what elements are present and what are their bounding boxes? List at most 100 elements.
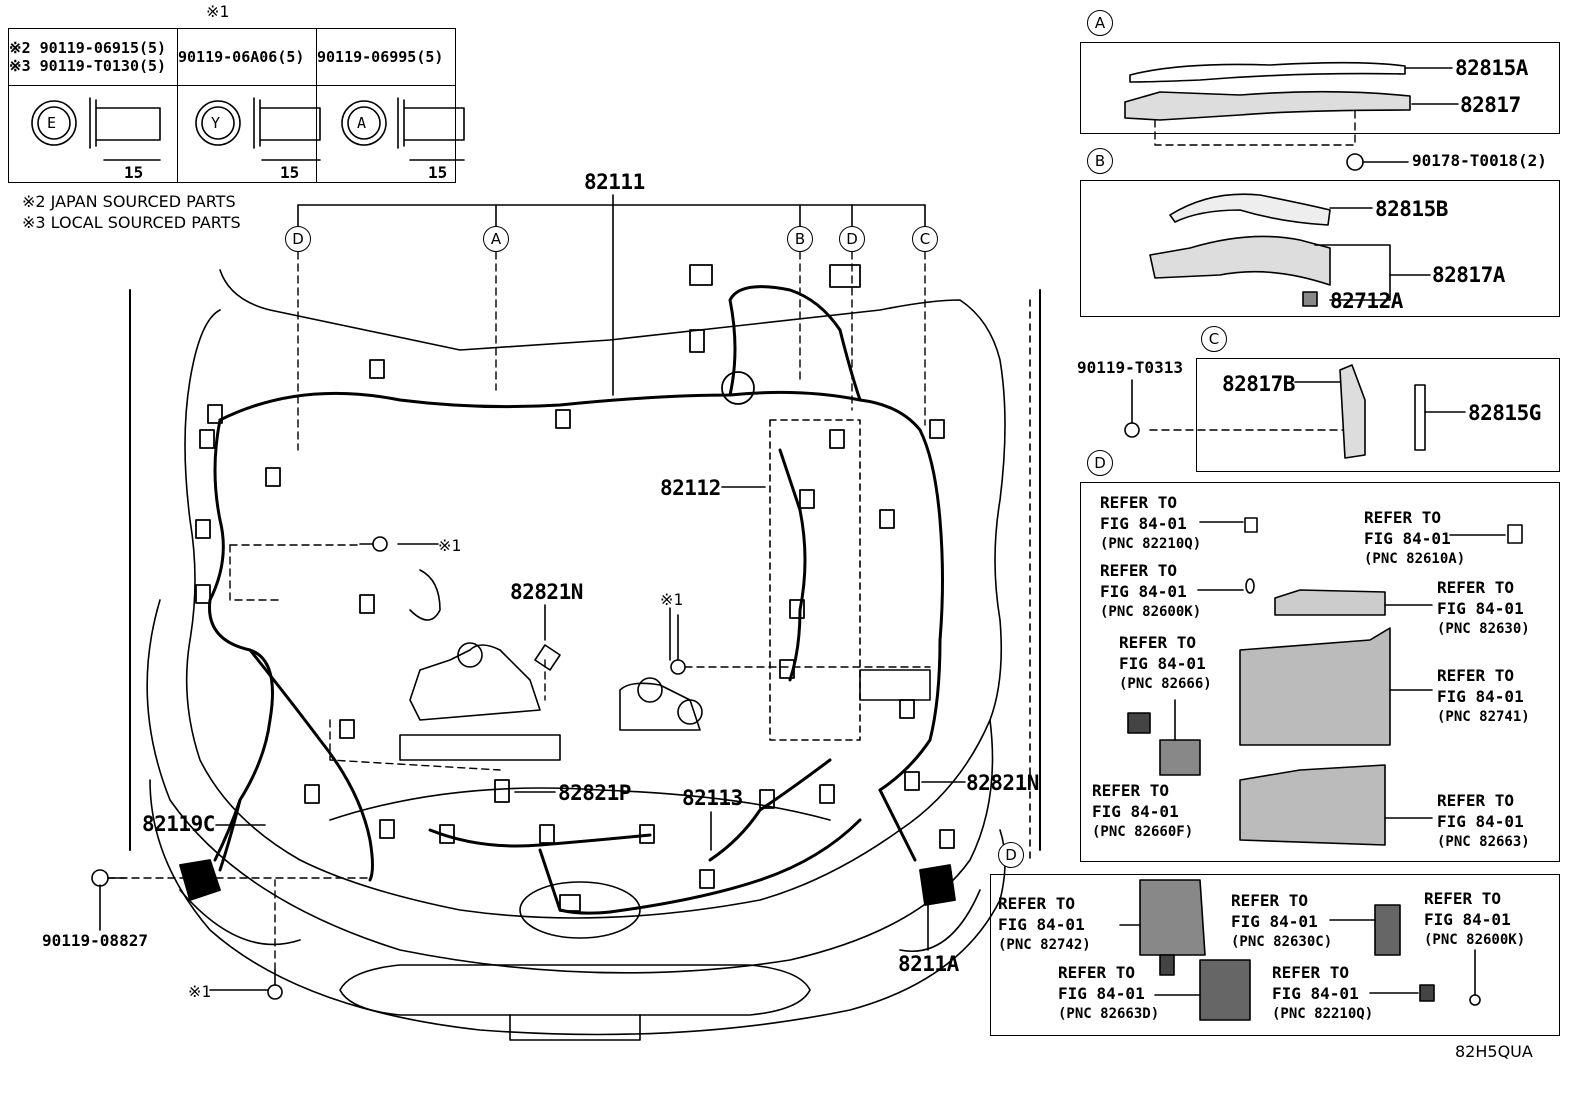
note-mark: ※1 [206, 2, 230, 21]
bolt-table: ※2 90119-06915(5) ※3 90119-T0130(5) 9011… [8, 28, 456, 183]
part-82817A: 82817A [1432, 263, 1505, 287]
box-d1 [1080, 482, 1560, 862]
part-90119-08827: 90119-08827 [42, 931, 148, 950]
refer-to-label: REFER TO [1437, 666, 1515, 685]
note-japan-sourced: ※2 JAPAN SOURCED PARTS [22, 192, 236, 211]
refer-to-label: REFER TO [1364, 508, 1442, 527]
connectors [179, 264, 956, 912]
fig-ref: FIG 84-01 [1272, 984, 1359, 1003]
refer-block: REFER TO FIG 84-01 (PNC 82630C) [1231, 890, 1332, 953]
part-82815G: 82815G [1468, 401, 1541, 425]
pnc-ref: (PNC 82630) [1437, 621, 1530, 637]
bolt-dimension: 15 [280, 163, 300, 182]
fig-ref: FIG 84-01 [1437, 812, 1524, 831]
engine-components [399, 419, 931, 761]
refer-block: REFER TO FIG 84-01 (PNC 82663D) [1058, 962, 1159, 1025]
pnc-ref: (PNC 82610A) [1364, 551, 1466, 567]
fig-ref: FIG 84-01 [1437, 687, 1524, 706]
box-a-drawing [1124, 61, 1459, 171]
pnc-ref: (PNC 82600K) [1424, 932, 1526, 948]
box-b-letter: B [1087, 148, 1113, 174]
part-82113: 82113 [682, 786, 743, 810]
mark-1: ※1 [660, 590, 684, 609]
refer-block: REFER TO FIG 84-01 (PNC 82610A) [1364, 507, 1465, 570]
part-82821N: 82821N [510, 580, 583, 604]
bolt-image-1 [8, 85, 178, 183]
fig-ref: FIG 84-01 [1100, 514, 1187, 533]
refer-to-label: REFER TO [1119, 633, 1197, 652]
box-c-drawing [1124, 364, 1466, 459]
pnc-ref: (PNC 82663) [1437, 834, 1530, 850]
box-a [1080, 42, 1560, 134]
part-82712A: 82712A [1330, 289, 1403, 313]
figure-code: 82H5QUA [1455, 1042, 1533, 1061]
part-90119-T0313: 90119-T0313 [1077, 358, 1183, 377]
bolt-head-letter: E [47, 114, 57, 132]
refer-block: REFER TO FIG 84-01 (PNC 82210Q) [1100, 492, 1201, 555]
part-82817B: 82817B [1222, 372, 1295, 396]
box-d1-drawing [1127, 517, 1523, 846]
box-d1-letter: D [1087, 450, 1113, 476]
fig-ref: FIG 84-01 [1092, 802, 1179, 821]
solid-leaders [99, 194, 966, 991]
refer-to-label: REFER TO [1424, 889, 1502, 908]
pnc-ref: (PNC 82210Q) [1272, 1006, 1374, 1022]
refer-to-label: REFER TO [1437, 791, 1515, 810]
bolt-dimension: 15 [428, 163, 448, 182]
pnc-ref: (PNC 82630C) [1231, 934, 1333, 950]
pnc-ref: (PNC 82742) [998, 937, 1091, 953]
bolt-cell-2: 90119-06A06(5) [177, 28, 317, 86]
leader-lines [107, 94, 1356, 971]
refer-to-label: REFER TO [1231, 891, 1309, 910]
box-d2-drawing [1119, 879, 1481, 1021]
note-local-sourced: ※3 LOCAL SOURCED PARTS [22, 213, 241, 232]
callout-a: A [483, 226, 509, 252]
box-d2-letter: D [998, 842, 1024, 868]
bolt-dimension: 15 [124, 163, 144, 182]
refer-to-label: REFER TO [998, 894, 1076, 913]
part-90178-T0018: 90178-T0018(2) [1412, 151, 1547, 170]
pnc-ref: (PNC 82660F) [1092, 824, 1194, 840]
fig-ref: FIG 84-01 [1364, 529, 1451, 548]
callout-b: B [787, 226, 813, 252]
part-82821N: 82821N [966, 771, 1039, 795]
refer-to-label: REFER TO [1100, 561, 1178, 580]
bolt-pn-line: 90119-06A06(5) [178, 48, 305, 66]
part-82815B: 82815B [1375, 197, 1448, 221]
refer-block: REFER TO FIG 84-01 (PNC 82600K) [1100, 560, 1201, 623]
refer-to-label: REFER TO [1058, 963, 1136, 982]
fig-ref: FIG 84-01 [1424, 910, 1511, 929]
pnc-ref: (PNC 82741) [1437, 709, 1530, 725]
part-82111: 82111 [584, 170, 645, 194]
part-82119C: 82119C [142, 812, 215, 836]
refer-block: REFER TO FIG 84-01 (PNC 82210Q) [1272, 962, 1373, 1025]
refer-block: REFER TO FIG 84-01 (PNC 82660F) [1092, 780, 1193, 843]
pnc-ref: (PNC 82663D) [1058, 1006, 1160, 1022]
box-b [1080, 180, 1560, 317]
refer-to-label: REFER TO [1100, 493, 1178, 512]
refer-block: REFER TO FIG 84-01 (PNC 82600K) [1424, 888, 1525, 951]
bolt-image-3 [316, 85, 456, 183]
box-c [1196, 358, 1560, 472]
bolt-image-2 [177, 85, 317, 183]
bolt-head-letter: A [357, 114, 367, 132]
box-a-letter: A [1087, 10, 1113, 36]
fig-ref: FIG 84-01 [1100, 582, 1187, 601]
refer-block: REFER TO FIG 84-01 (PNC 82742) [998, 893, 1091, 956]
callout-d: D [285, 226, 311, 252]
part-82821P: 82821P [558, 781, 631, 805]
bolt-cell-1: ※2 90119-06915(5) ※3 90119-T0130(5) [8, 28, 178, 86]
refer-to-label: REFER TO [1437, 578, 1515, 597]
refer-block: REFER TO FIG 84-01 (PNC 82630) [1437, 577, 1530, 640]
part-82815A: 82815A [1455, 56, 1528, 80]
bolt-pn-line: 90119-06995(5) [317, 48, 444, 66]
pnc-ref: (PNC 82600K) [1100, 604, 1202, 620]
fig-ref: FIG 84-01 [1058, 984, 1145, 1003]
fig-ref: FIG 84-01 [998, 915, 1085, 934]
refer-to-label: REFER TO [1092, 781, 1170, 800]
part-82817: 82817 [1460, 93, 1521, 117]
bolt-head-letter: Y [211, 114, 221, 132]
box-d2 [990, 874, 1560, 1036]
